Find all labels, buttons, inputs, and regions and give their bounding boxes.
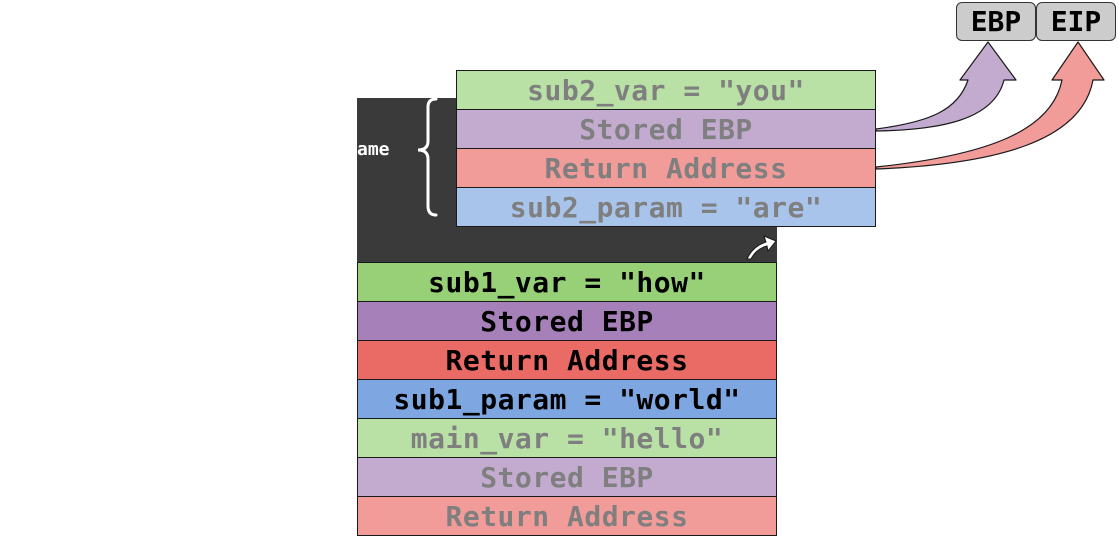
eip-arrow-icon <box>875 41 1105 170</box>
sub1-return-address-cell: Return Address <box>357 340 777 380</box>
main-stored-ebp-cell: Stored EBP <box>357 457 777 497</box>
sub1-stored-ebp-cell: Stored EBP <box>357 301 777 341</box>
sub1-var-cell: sub1_var = "how" <box>357 262 777 302</box>
eip-register-box: EIP <box>1036 2 1116 41</box>
sub1-param-cell: sub1_param = "world" <box>357 379 777 419</box>
frame-label: ame <box>357 139 390 160</box>
sub2-frame: sub2_var = "you" Stored EBP Return Addre… <box>456 70 876 227</box>
call-stack: sub1_var = "how" Stored EBP Return Addre… <box>357 262 777 536</box>
ebp-arrow-icon <box>875 41 1017 132</box>
sub2-stored-ebp-cell: Stored EBP <box>456 109 876 149</box>
main-return-address-cell: Return Address <box>357 496 777 536</box>
sub2-return-address-cell: Return Address <box>456 148 876 188</box>
ebp-register-box: EBP <box>956 2 1036 41</box>
sub2-param-cell: sub2_param = "are" <box>456 187 876 227</box>
sub2-var-cell: sub2_var = "you" <box>456 70 876 110</box>
main-var-cell: main_var = "hello" <box>357 418 777 458</box>
